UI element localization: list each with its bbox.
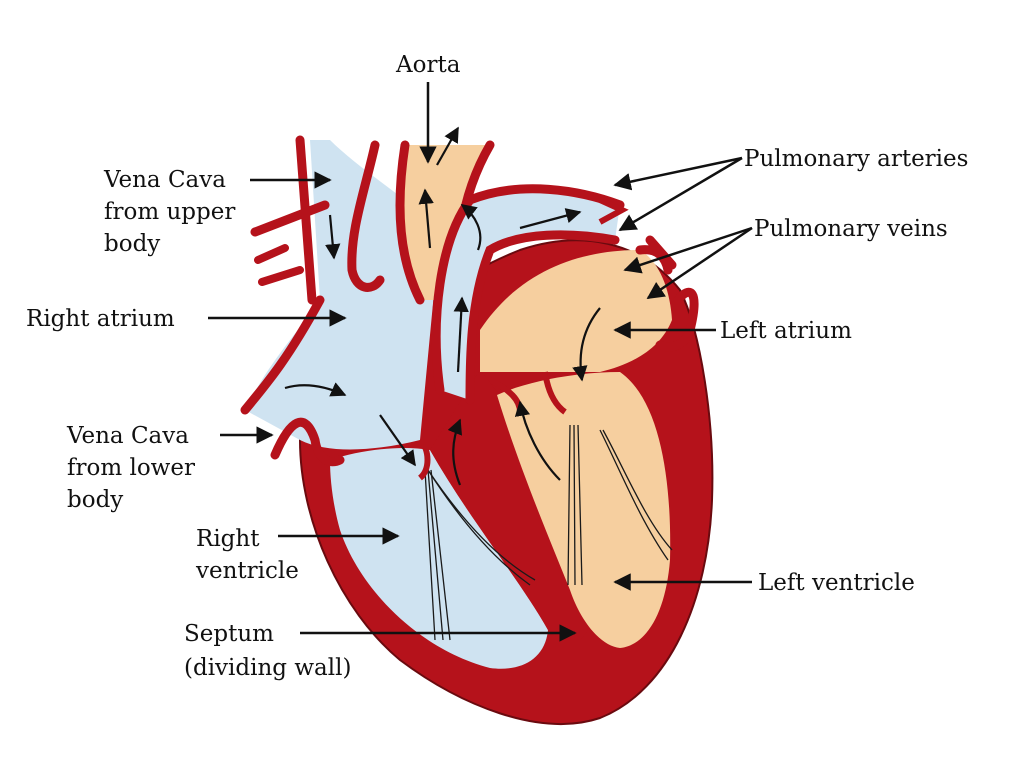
septum-wall — [430, 370, 604, 640]
label-pulmonary-veins: Pulmonary veins — [754, 216, 948, 242]
flow-arrow — [284, 382, 347, 397]
label-right-ventricle: Right ventricle — [195, 526, 299, 584]
pulmonary-artery-vessel — [436, 188, 620, 400]
label-vena-cava-lower: Vena Cava from lower body — [66, 423, 202, 513]
right-atrium-region — [245, 140, 440, 450]
flow-arrow — [453, 296, 469, 373]
label-left-ventricle: Left ventricle — [758, 570, 915, 596]
flow-arrow — [514, 400, 561, 481]
blood-flow-arrows — [284, 126, 601, 486]
leader-pulmonary-arteries-1 — [613, 156, 743, 191]
flow-arrow — [379, 414, 416, 467]
label-right-atrium: Right atrium — [26, 306, 175, 332]
label-left-atrium: Left atrium — [720, 318, 852, 344]
vena-cava-upper-vessel — [295, 135, 317, 305]
flow-arrow — [418, 188, 434, 249]
flow-arrow — [460, 204, 482, 251]
leader-pulmonary-veins-2 — [646, 226, 753, 300]
labels: Aorta Pulmonary arteries Pulmonary veins… — [26, 52, 968, 681]
flow-arrow — [325, 214, 341, 260]
flow-arrow — [447, 418, 463, 486]
right-ventricle-chamber — [330, 448, 548, 669]
flow-arrow — [572, 307, 601, 382]
label-vena-cava-upper: Vena Cava from upper body — [103, 167, 243, 257]
chordae-tendineae — [424, 424, 673, 641]
label-septum: Septum (dividing wall) — [184, 621, 351, 681]
flow-arrow — [519, 208, 582, 230]
label-pulmonary-arteries: Pulmonary arteries — [744, 146, 968, 172]
flow-arrow — [436, 126, 459, 166]
leader-lines — [208, 82, 753, 642]
label-aorta: Aorta — [395, 52, 461, 78]
leader-pulmonary-arteries-2 — [618, 156, 743, 232]
left-atrium-chamber — [480, 250, 672, 372]
leader-pulmonary-veins-1 — [623, 226, 753, 274]
